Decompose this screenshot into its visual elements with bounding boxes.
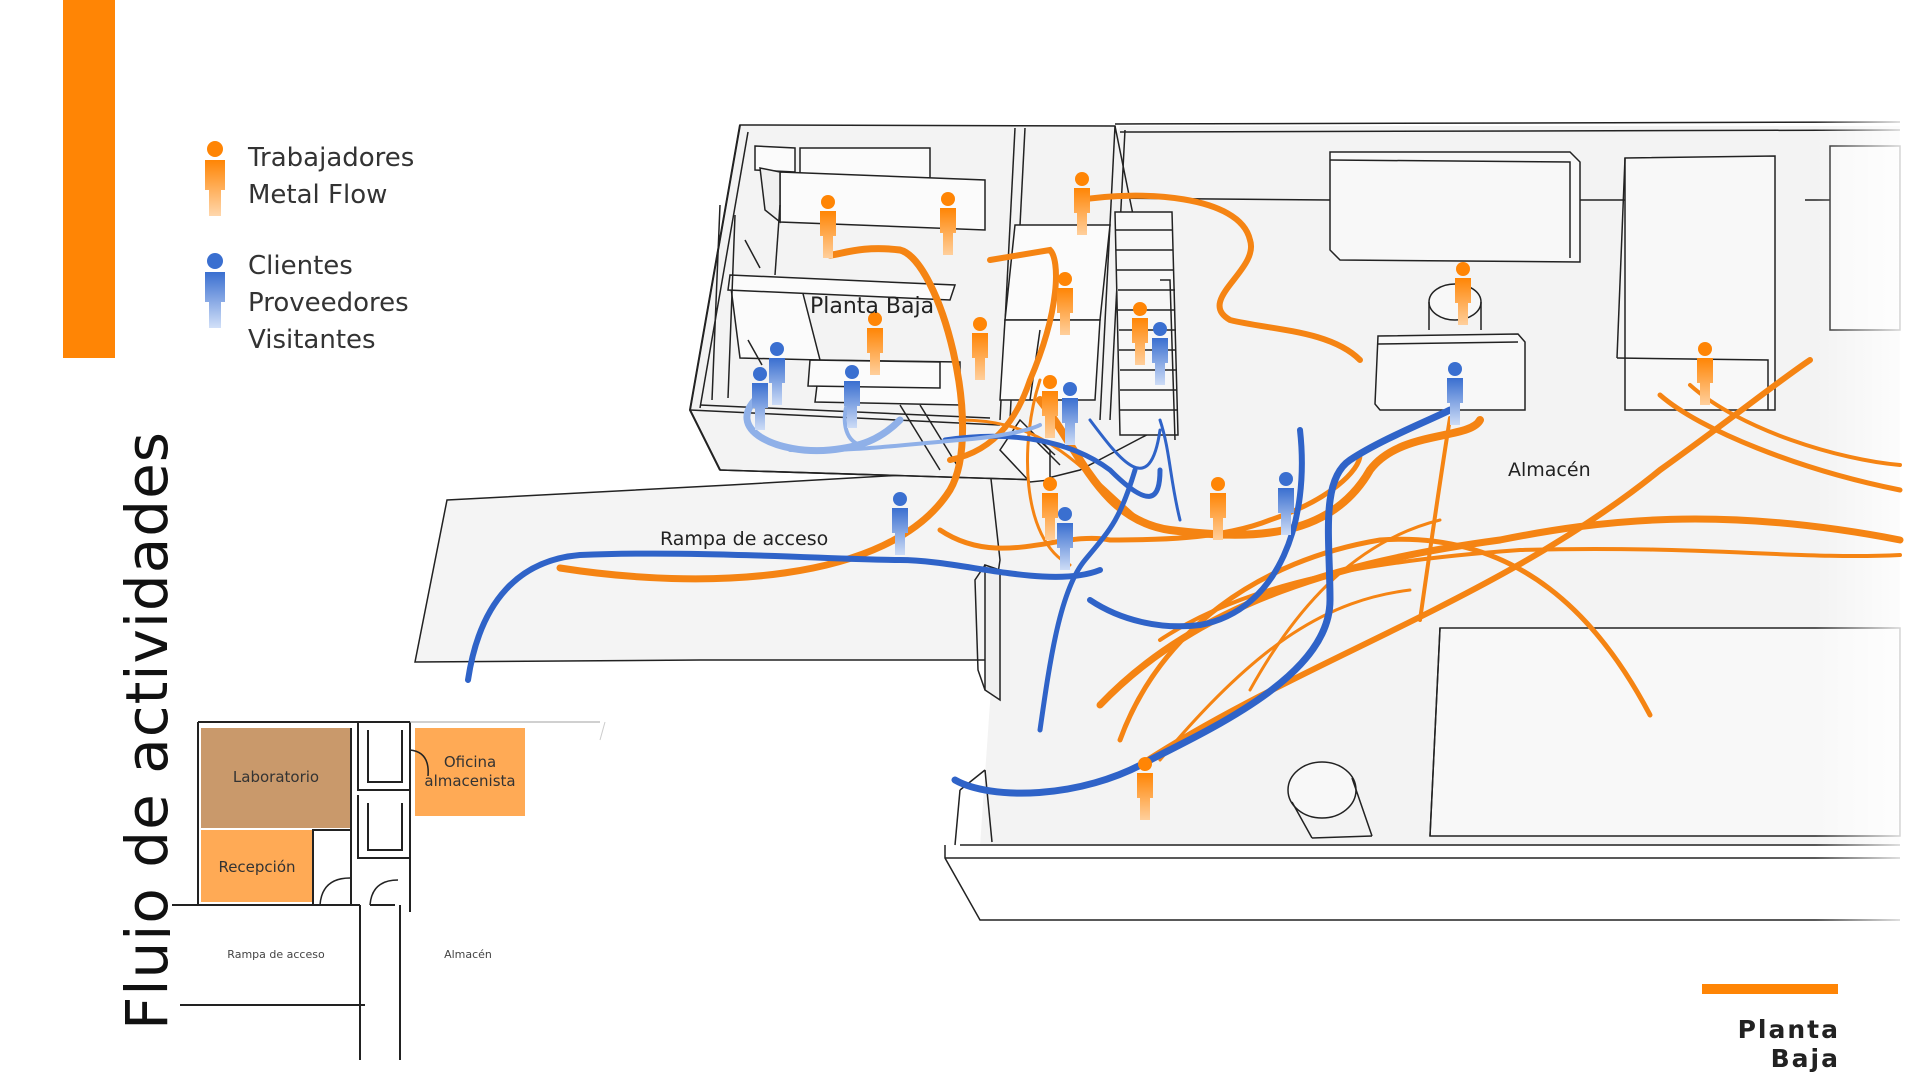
worker-flow-paths bbox=[556, 192, 1904, 768]
footer-accent-bar bbox=[1702, 984, 1838, 994]
person-icon bbox=[205, 253, 225, 328]
lab-room bbox=[201, 728, 351, 828]
ground-floor-label: Planta Baja bbox=[810, 294, 934, 319]
legend-workers-line2: Metal Flow bbox=[248, 180, 388, 210]
floorplan-lab-label: Laboratorio bbox=[233, 768, 319, 786]
sidebar-accent-bar bbox=[63, 0, 115, 358]
mini-floorplan: Laboratorio Oficina almacenista Recepció… bbox=[170, 720, 610, 1060]
footer-label: Planta Baja bbox=[1737, 1015, 1840, 1073]
office-room bbox=[415, 728, 525, 816]
floorplan-office-label-2: almacenista bbox=[424, 772, 515, 790]
person-icon bbox=[205, 141, 225, 216]
legend-workers-line1: Trabajadores bbox=[248, 143, 415, 173]
access-ramp bbox=[414, 469, 1001, 702]
floorplan-ramp-label: Rampa de acceso bbox=[227, 948, 325, 961]
floorplan-office-label-1: Oficina bbox=[444, 753, 496, 771]
legend-suppliers-line: Proveedores bbox=[248, 288, 409, 318]
warehouse-label: Almacén bbox=[1508, 459, 1591, 481]
floorplan-reception-label: Recepción bbox=[218, 858, 295, 876]
legend: Trabajadores Metal Flow Clientes Proveed… bbox=[200, 140, 500, 380]
legend-clients-line: Clientes bbox=[248, 251, 353, 281]
floorplan-warehouse-label: Almacén bbox=[444, 948, 492, 961]
ramp-label: Rampa de acceso bbox=[660, 528, 828, 550]
reception-room bbox=[201, 830, 313, 902]
legend-visitors-line: Visitantes bbox=[248, 325, 376, 355]
